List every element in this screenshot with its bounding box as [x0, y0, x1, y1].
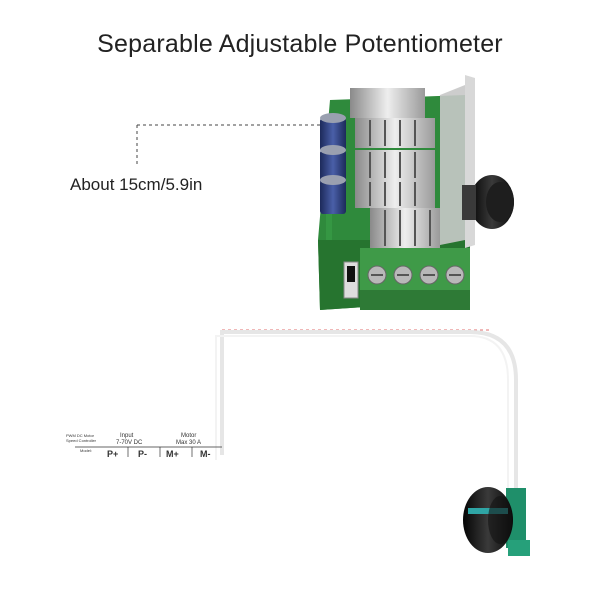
- page-title: Separable Adjustable Potentiometer: [97, 30, 503, 58]
- model-label: Model:: [80, 448, 93, 453]
- terminal-p-plus: P+: [107, 449, 119, 459]
- slide-switch: [343, 261, 359, 299]
- terminal-p-minus: P-: [138, 449, 147, 459]
- device-name-line2: Speed Controller: [66, 438, 97, 443]
- potentiometer-cable: [215, 330, 518, 492]
- terminal-m-plus: M+: [166, 449, 179, 459]
- label-dividers: [127, 447, 193, 457]
- mounting-bracket: [440, 75, 475, 248]
- potentiometer-knob: [463, 487, 530, 556]
- input-heading: Input: [120, 433, 134, 439]
- device-name-line1: PWM DC Motor: [66, 433, 94, 438]
- dimension-label: About 15cm/5.9in: [70, 175, 203, 194]
- board-knob: [462, 175, 514, 229]
- capacitor-group: [320, 113, 346, 214]
- dimension-guide: [136, 124, 330, 165]
- terminal-m-minus: M-: [200, 449, 211, 459]
- terminal-block: [360, 248, 470, 310]
- input-range: 7-70V DC: [116, 440, 143, 446]
- heatsink-array: [350, 88, 440, 248]
- motor-max: Max 30 A: [176, 440, 202, 446]
- motor-heading: Motor: [181, 433, 197, 439]
